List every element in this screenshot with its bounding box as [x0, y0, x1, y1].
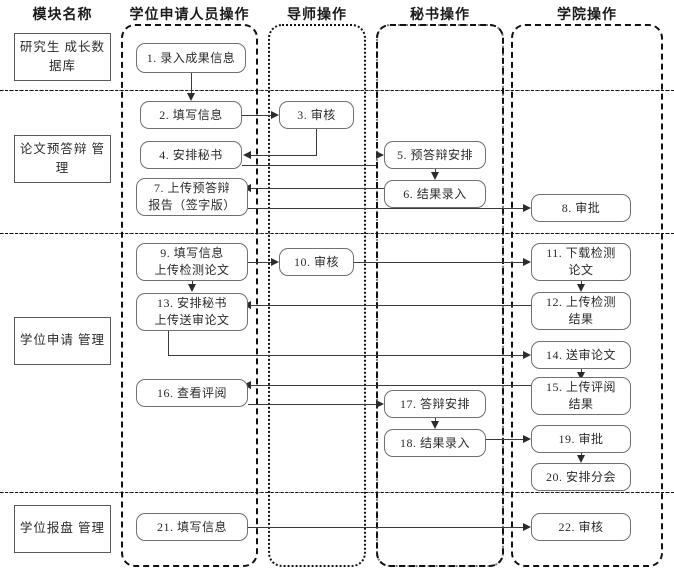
edge-17-18-line — [435, 418, 436, 422]
edge-7-8-arrow — [523, 203, 531, 212]
edge-3-4-arrow — [243, 150, 251, 159]
lane-college — [511, 24, 663, 567]
process-node-20[interactable]: 20. 安排分会 — [531, 463, 631, 491]
edge-5-6-line — [435, 169, 436, 174]
process-node-22[interactable]: 22. 审核 — [531, 513, 631, 541]
edge-14-15-arrow — [576, 372, 585, 380]
edge-16-17-arrow — [376, 399, 384, 408]
process-node-19[interactable]: 19. 审批 — [531, 425, 631, 453]
edge-11-12-arrow — [576, 284, 585, 292]
process-node-21[interactable]: 21. 填写信息 — [136, 513, 248, 541]
module-box-degree-report: 学位报盘 管理 — [14, 505, 111, 553]
lane-advisor — [268, 24, 366, 567]
process-node-15[interactable]: 15. 上传评阅 结果 — [531, 377, 631, 415]
process-node-1[interactable]: 1. 录入成果信息 — [136, 43, 246, 73]
edge-11-12-line — [581, 281, 582, 285]
edge-15-16-line — [251, 385, 531, 386]
edge-14-15-line — [581, 369, 582, 373]
process-node-13[interactable]: 13. 安排秘书 上传送审论文 — [136, 293, 248, 331]
process-node-2[interactable]: 2. 填写信息 — [140, 101, 242, 129]
edge-2-3-line — [242, 115, 271, 116]
edge-16-17-line — [248, 404, 376, 405]
edge-4-5-arrow — [376, 150, 384, 159]
edge-9-13-arrow — [187, 284, 196, 292]
process-node-16[interactable]: 16. 查看评阅 — [136, 379, 248, 407]
lane-applicant — [121, 24, 258, 567]
edge-18-19-line — [486, 439, 523, 440]
edge-9-10-line — [248, 262, 271, 263]
column-header-secretary: 秘书操作 — [410, 8, 470, 23]
edge-7-8-line — [248, 208, 523, 209]
lane-secretary — [376, 24, 504, 567]
edge-6-7-line — [251, 188, 385, 189]
process-node-12[interactable]: 12. 上传检测 结果 — [531, 292, 631, 330]
edge-3-4-vline — [316, 129, 317, 155]
edge-17-18-arrow — [430, 421, 439, 429]
process-node-6[interactable]: 6. 结果录入 — [384, 180, 486, 208]
row-separator-2 — [0, 232, 674, 234]
edge-1-2-arrow — [186, 93, 195, 101]
edge-19-20-line — [581, 453, 582, 455]
process-node-3[interactable]: 3. 审核 — [279, 101, 354, 129]
process-node-14[interactable]: 14. 送审论文 — [531, 341, 631, 369]
edge-1-2-line — [191, 73, 192, 93]
edge-3-4-hline — [251, 155, 317, 156]
column-header-module: 模块名称 — [32, 8, 93, 23]
edge-9-10-arrow — [271, 257, 279, 266]
process-node-8[interactable]: 8. 审批 — [531, 194, 631, 222]
edge-10-11-arrow — [523, 257, 531, 266]
process-node-17[interactable]: 17. 答辩安排 — [384, 390, 486, 418]
edge-13-14-arrow — [523, 350, 531, 359]
module-box-graduate-growth-db: 研究生 成长数据库 — [14, 33, 111, 81]
edge-4-5-line — [242, 165, 376, 166]
process-node-4[interactable]: 4. 安排秘书 — [140, 141, 242, 169]
row-separator-1 — [0, 89, 674, 91]
process-node-18[interactable]: 18. 结果录入 — [384, 429, 486, 457]
process-node-9[interactable]: 9. 填写信息 上传检测论文 — [136, 243, 248, 281]
edge-19-20-arrow — [576, 455, 585, 463]
edge-13-14-hline — [168, 355, 523, 356]
edge-9-13-line — [192, 281, 193, 285]
process-node-10[interactable]: 10. 审核 — [279, 248, 354, 276]
column-header-advisor: 导师操作 — [287, 8, 347, 23]
edge-10-11-line — [354, 262, 523, 263]
column-header-college: 学院操作 — [557, 8, 617, 23]
edge-13-14-vline — [168, 331, 169, 355]
edge-18-19-arrow — [523, 434, 531, 443]
process-node-11[interactable]: 11. 下载检测 论文 — [531, 243, 631, 281]
module-box-degree-application: 学位申请 管理 — [14, 317, 111, 365]
column-header-applicant: 学位申请人员操作 — [129, 8, 250, 23]
edge-5-6-arrow — [430, 172, 439, 180]
process-node-5[interactable]: 5. 预答辩安排 — [384, 141, 486, 169]
process-node-7[interactable]: 7. 上传预答辩 报告（签字版） — [136, 178, 248, 216]
row-separator-3 — [0, 491, 674, 493]
edge-2-3-arrow — [271, 110, 279, 119]
edge-21-22-line — [248, 527, 523, 528]
module-box-pre-defense: 论文预答辩 管理 — [14, 135, 111, 183]
edge-12-13-line — [251, 305, 531, 306]
edge-21-22-arrow — [523, 522, 531, 531]
